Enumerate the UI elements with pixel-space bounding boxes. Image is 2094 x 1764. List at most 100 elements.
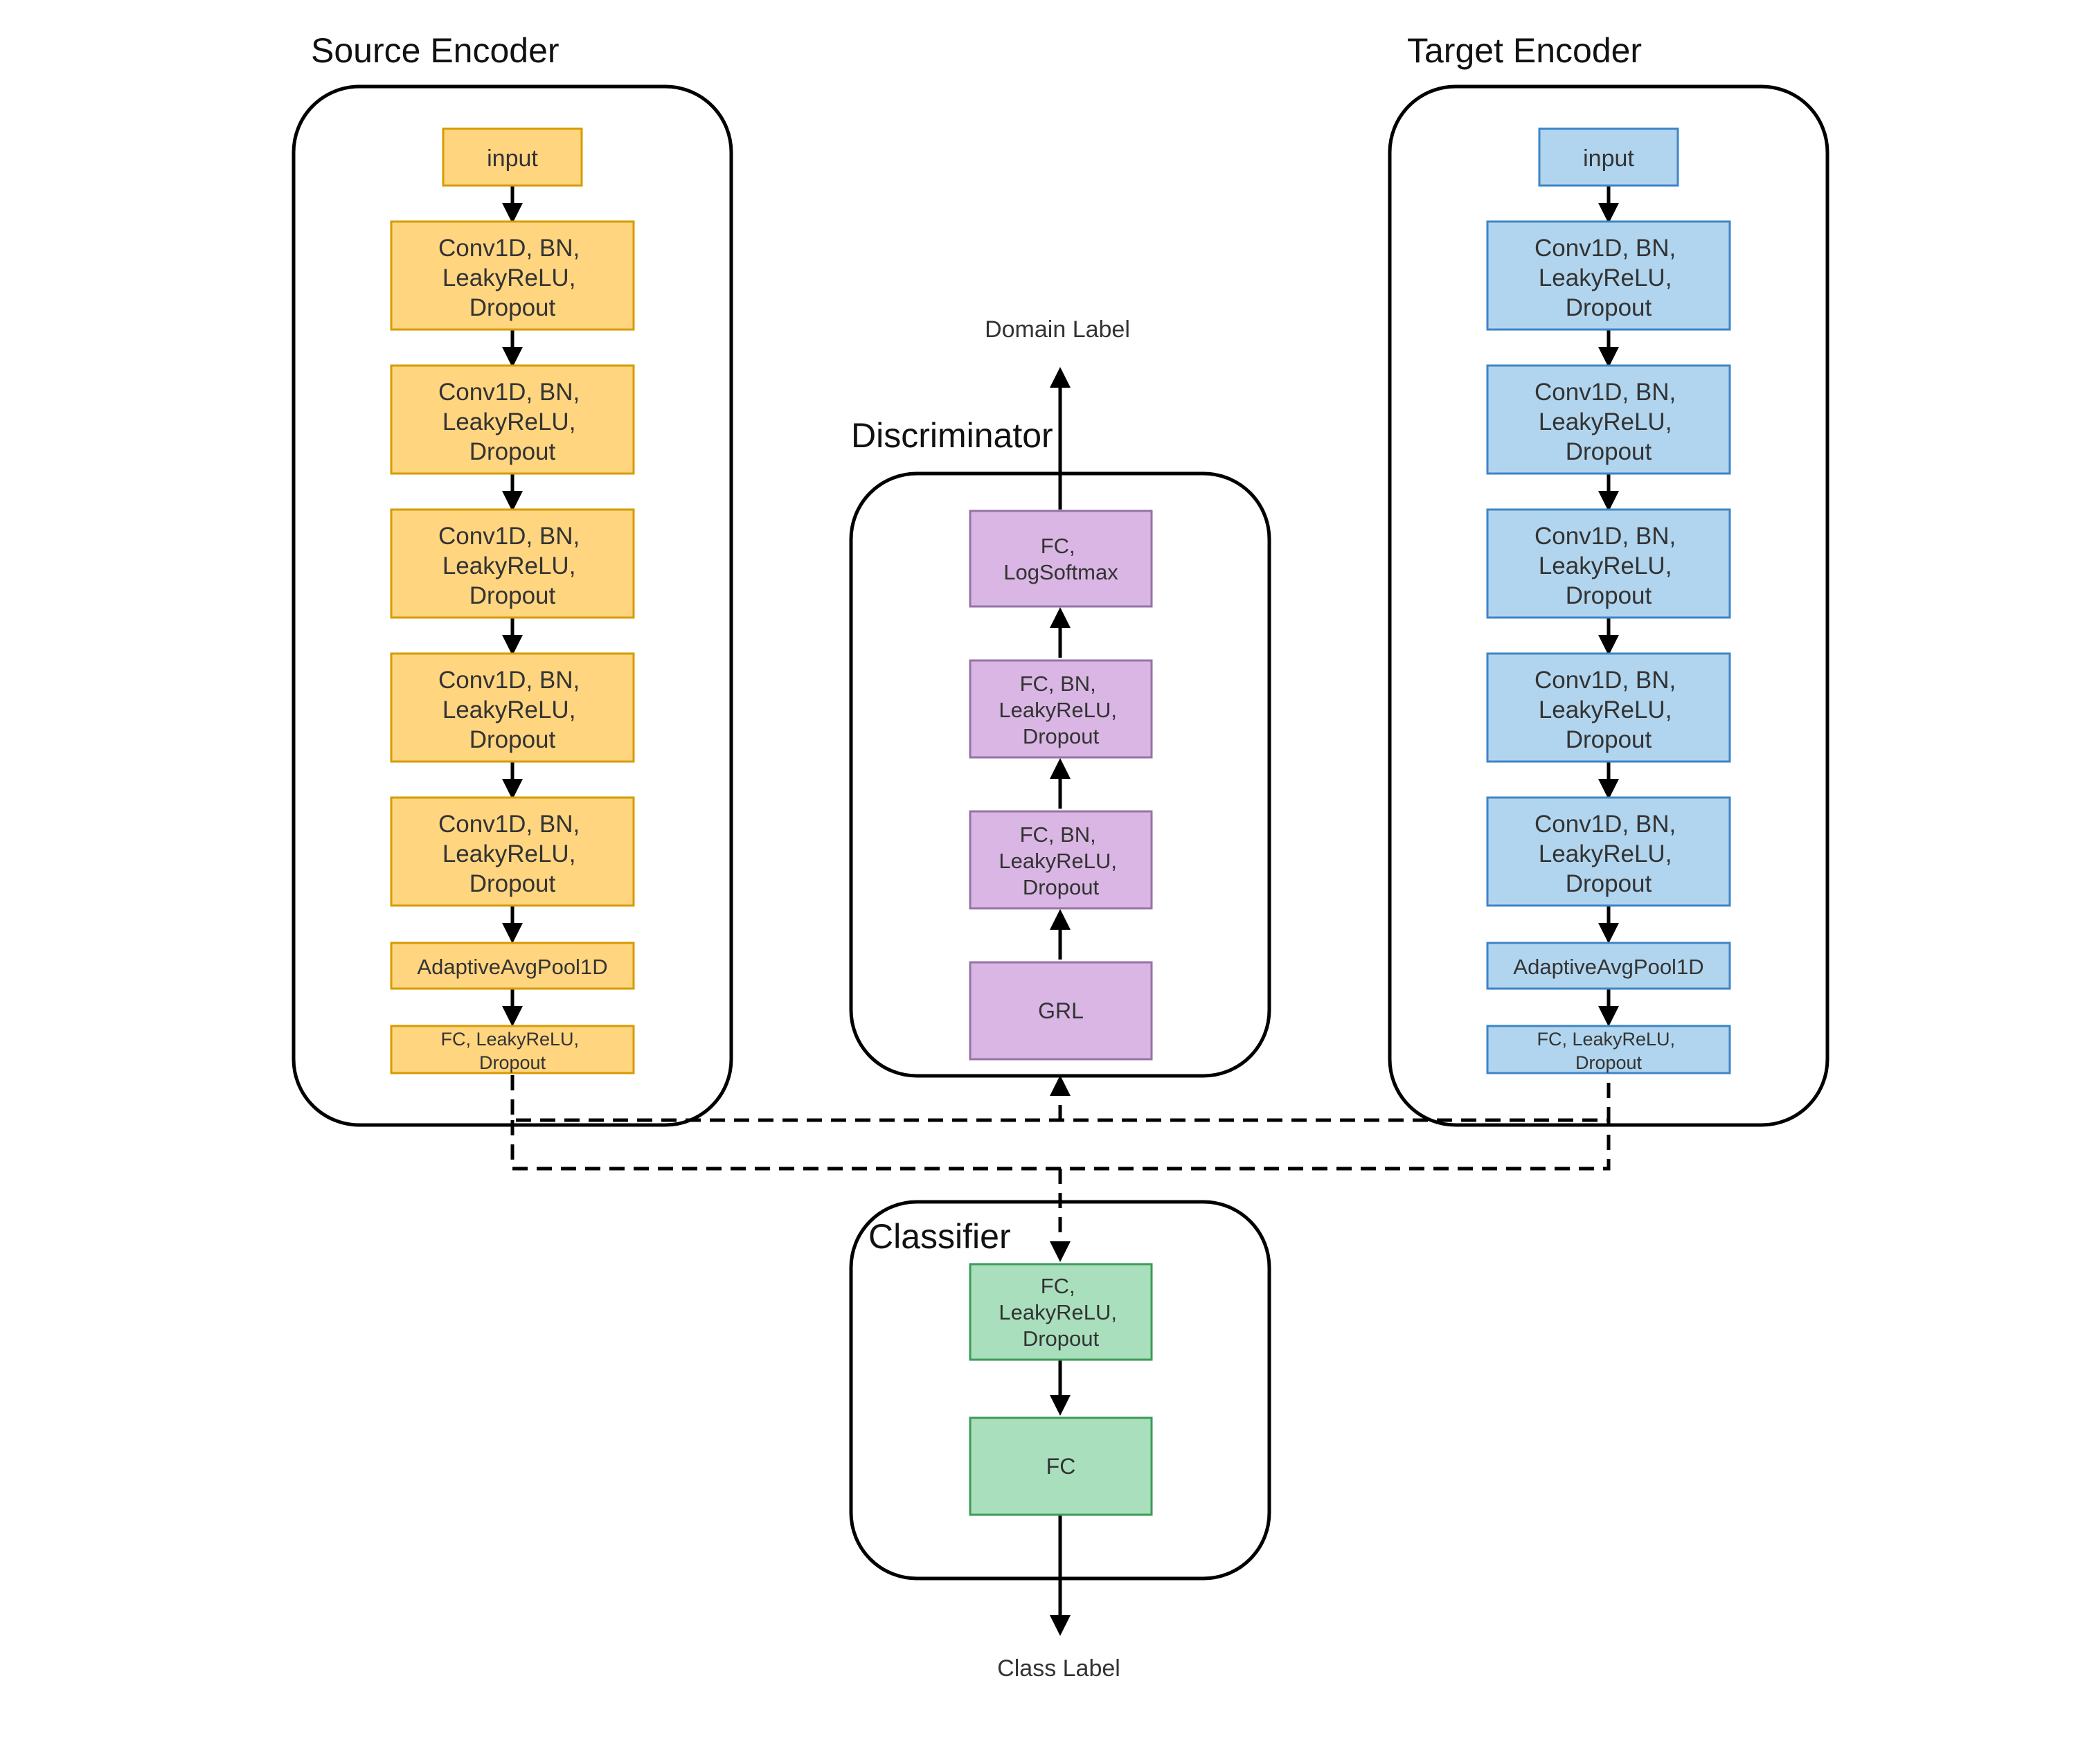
block-line: input	[487, 145, 538, 172]
class-label: Class Label	[997, 1655, 1120, 1682]
classifier-block-fc-2: FC	[969, 1416, 1153, 1516]
block-line: Conv1D, BN,	[438, 523, 580, 550]
block-line: Dropout	[469, 870, 556, 897]
target-encoder-title: Target Encoder	[1407, 31, 1642, 70]
block-line: FC, BN,	[1020, 672, 1096, 696]
block-line: LeakyReLU,	[442, 408, 576, 435]
svg-text:GRL: GRL	[1038, 998, 1084, 1023]
source-block-pool: AdaptiveAvgPool1D	[390, 942, 635, 990]
source-block-conv-3: Conv1D, BN, LeakyReLU, Dropout	[390, 508, 635, 619]
svg-text:Conv1D, BN, LeakyReLU,: Conv1D, BN, LeakyReLU, Dropout	[1534, 235, 1683, 321]
target-block-conv-3: Conv1D, BN, LeakyReLU, Dropout	[1486, 508, 1731, 619]
block-line: AdaptiveAvgPool1D	[417, 955, 607, 979]
svg-text:input: input	[1583, 145, 1634, 172]
block-line: GRL	[1038, 998, 1084, 1023]
discriminator-block-fc-1: FC, BN, LeakyReLU, Dropout	[969, 810, 1153, 910]
block-line: Conv1D, BN,	[1534, 811, 1676, 838]
svg-text:AdaptiveAvgPool1D: AdaptiveAvgPool1D	[417, 955, 607, 979]
block-line: Conv1D, BN,	[438, 811, 580, 838]
block-line: Conv1D, BN,	[438, 667, 580, 694]
svg-text:Conv1D, BN, LeakyReLU,: Conv1D, BN, LeakyReLU, Dropout	[1534, 667, 1683, 753]
block-line: LeakyReLU,	[442, 696, 576, 723]
target-block-input: input	[1538, 127, 1679, 187]
block-line: Conv1D, BN,	[438, 379, 580, 406]
block-line: Dropout	[469, 438, 556, 465]
svg-text:Conv1D, BN, LeakyReLU,: Conv1D, BN, LeakyReLU, Dropout	[438, 379, 587, 465]
block-line: Conv1D, BN,	[438, 235, 580, 262]
block-line: Dropout	[469, 582, 556, 609]
block-line: Dropout	[469, 726, 556, 753]
source-block-conv-1: Conv1D, BN, LeakyReLU, Dropout	[390, 220, 635, 331]
target-block-fc: FC, LeakyReLU, Dropout	[1486, 1025, 1731, 1074]
block-line: LeakyReLU,	[999, 1300, 1117, 1324]
svg-text:FC, LeakyReLU, Dropout: FC, LeakyReLU, Dropout	[440, 1029, 584, 1073]
block-line: Conv1D, BN,	[1534, 379, 1676, 406]
block-line: Dropout	[1566, 582, 1652, 609]
svg-text:FC, LogSoftmax: FC, LogSoftmax	[1003, 534, 1118, 584]
block-line: FC,	[1041, 1274, 1075, 1298]
block-line: Conv1D, BN,	[1534, 235, 1676, 262]
target-block-conv-1: Conv1D, BN, LeakyReLU, Dropout	[1486, 220, 1731, 331]
block-line: Dropout	[1566, 726, 1652, 753]
svg-text:FC, BN, LeakyReLU,: FC, BN, LeakyReLU, Dropout	[999, 672, 1122, 748]
block-line: LeakyReLU,	[999, 698, 1117, 722]
block-line: Dropout	[1566, 870, 1652, 897]
block-line: LeakyReLU,	[999, 849, 1117, 873]
svg-text:Conv1D, BN, LeakyReLU,: Conv1D, BN, LeakyReLU, Dropout	[438, 235, 587, 321]
target-block-conv-2: Conv1D, BN, LeakyReLU, Dropout	[1486, 364, 1731, 475]
block-line: Dropout	[1566, 438, 1652, 465]
feature-to-classifier-connector	[510, 1120, 1611, 1262]
target-block-pool: AdaptiveAvgPool1D	[1486, 942, 1731, 990]
source-block-conv-2: Conv1D, BN, LeakyReLU, Dropout	[390, 364, 635, 475]
feature-to-discriminator-connector	[510, 1075, 1611, 1122]
block-line: Dropout	[469, 294, 556, 321]
svg-text:FC, BN, LeakyReLU,: FC, BN, LeakyReLU, Dropout	[999, 822, 1122, 899]
block-line: Dropout	[1023, 1326, 1100, 1351]
classifier-title: Classifier	[868, 1217, 1011, 1256]
source-block-input: input	[442, 127, 583, 187]
source-block-conv-5: Conv1D, BN, LeakyReLU, Dropout	[390, 796, 635, 907]
block-line: FC, BN,	[1020, 822, 1096, 847]
discriminator-block-fc-2: FC, BN, LeakyReLU, Dropout	[969, 659, 1153, 759]
svg-text:FC: FC	[1046, 1454, 1076, 1479]
svg-text:Conv1D, BN, LeakyReLU,: Conv1D, BN, LeakyReLU, Dropout	[438, 667, 587, 753]
block-line: FC, LeakyReLU,	[1537, 1029, 1675, 1050]
svg-text:Conv1D, BN, LeakyReLU,: Conv1D, BN, LeakyReLU, Dropout	[438, 811, 587, 897]
block-line: LeakyReLU,	[442, 264, 576, 291]
block-line: Conv1D, BN,	[1534, 523, 1676, 550]
source-encoder-title: Source Encoder	[311, 31, 560, 70]
block-line: input	[1583, 145, 1634, 172]
block-line: Dropout	[1566, 294, 1652, 321]
target-block-conv-4: Conv1D, BN, LeakyReLU, Dropout	[1486, 652, 1731, 763]
svg-text:FC, LeakyReLU, Dro: FC, LeakyReLU, Dropout	[999, 1274, 1122, 1351]
discriminator-title: Discriminator	[851, 416, 1053, 455]
block-line: Dropout	[1023, 724, 1100, 748]
block-line: Dropout	[1575, 1052, 1643, 1073]
block-line: FC	[1046, 1454, 1076, 1479]
svg-text:FC, LeakyReLU, Dropout: FC, LeakyReLU, Dropout	[1537, 1029, 1680, 1073]
block-line: LeakyReLU,	[1539, 552, 1672, 579]
block-line: LeakyReLU,	[442, 840, 576, 867]
svg-text:Conv1D, BN, LeakyReLU,: Conv1D, BN, LeakyReLU, Dropout	[438, 523, 587, 609]
svg-text:input: input	[487, 145, 538, 172]
block-line: Conv1D, BN,	[1534, 667, 1676, 694]
block-line: AdaptiveAvgPool1D	[1513, 955, 1703, 979]
block-line: LeakyReLU,	[1539, 840, 1672, 867]
block-line: LeakyReLU,	[442, 552, 576, 579]
svg-text:Conv1D, BN, LeakyReLU,: Conv1D, BN, LeakyReLU, Dropout	[1534, 379, 1683, 465]
target-block-conv-5: Conv1D, BN, LeakyReLU, Dropout	[1486, 796, 1731, 907]
source-block-conv-4: Conv1D, BN, LeakyReLU, Dropout	[390, 652, 635, 763]
block-line: LogSoftmax	[1003, 560, 1118, 584]
svg-text:AdaptiveAvgPool1D: AdaptiveAvgPool1D	[1513, 955, 1703, 979]
discriminator-block-grl: GRL	[969, 961, 1153, 1061]
block-line: Dropout	[1023, 875, 1100, 899]
block-line: Dropout	[479, 1052, 546, 1073]
discriminator-block-logsoftmax: FC, LogSoftmax	[969, 510, 1153, 608]
source-block-fc: FC, LeakyReLU, Dropout	[390, 1025, 635, 1074]
svg-text:Conv1D, BN, LeakyReLU,: Conv1D, BN, LeakyReLU, Dropout	[1534, 811, 1683, 897]
svg-text:Conv1D, BN, LeakyReLU,: Conv1D, BN, LeakyReLU, Dropout	[1534, 523, 1683, 609]
block-line: LeakyReLU,	[1539, 408, 1672, 435]
classifier-block-fc-1: FC, LeakyReLU, Dropout	[969, 1263, 1153, 1361]
block-line: FC, LeakyReLU,	[440, 1029, 579, 1050]
